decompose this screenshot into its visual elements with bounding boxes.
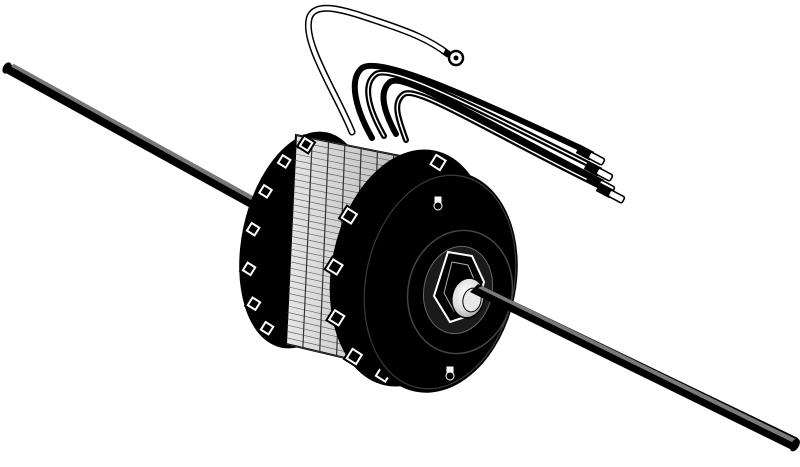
spade-terminals (575, 144, 626, 204)
band-window-inner (279, 156, 290, 167)
ring-terminal-icon (442, 49, 465, 67)
winding-slot (319, 141, 330, 353)
front-shaft (470, 284, 800, 452)
winding-slot (302, 138, 313, 349)
band-window-inner (301, 139, 311, 150)
spade-terminal-icon (583, 160, 614, 182)
band-window-inner (330, 311, 343, 325)
rear-band-windows (238, 134, 317, 339)
lead-wire-1 (351, 62, 583, 151)
band-window-inner (348, 350, 361, 363)
lead-wires (304, 4, 603, 189)
winding-line (295, 134, 411, 159)
lead-wire-3 (380, 77, 593, 179)
band-window-inner (262, 323, 272, 334)
mounting-stud-icon (445, 365, 455, 381)
ground-wire (304, 4, 452, 136)
band-window-inner (249, 298, 259, 309)
band-window-inner (260, 186, 271, 197)
spade-terminal-icon (575, 144, 606, 166)
band-window-inner (244, 263, 254, 274)
band-window-inner (328, 260, 342, 274)
band-window-inner (343, 209, 356, 223)
band-window-inner (431, 156, 445, 169)
band-window-inner (248, 224, 258, 235)
mounting-stud-icon (433, 195, 443, 211)
rear-shaft (2, 62, 300, 232)
spade-terminal-icon (595, 182, 626, 204)
